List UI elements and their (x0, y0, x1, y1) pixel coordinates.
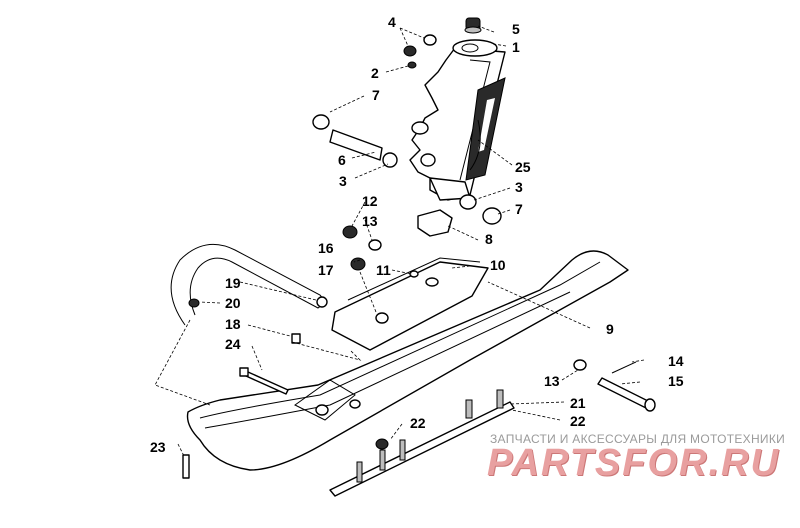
callout-12: 12 (362, 193, 378, 209)
callout-3a: 3 (339, 173, 347, 189)
callout-10: 10 (490, 257, 506, 273)
cap-part (464, 17, 482, 34)
callout-15: 15 (668, 373, 684, 389)
callout-21: 19 (225, 275, 241, 291)
callout-1: 1 (512, 39, 520, 55)
callout-13b: 13 (544, 373, 560, 389)
bolt-parts-20-23-24 (182, 298, 301, 479)
bushing-parts-left (312, 114, 398, 168)
callout-22a: 20 (225, 295, 241, 311)
washer-nut-parts-2-4 (403, 34, 437, 69)
callout-20: 18 (225, 316, 241, 332)
callout-13a: 13 (362, 213, 378, 229)
callout-25: 25 (515, 159, 531, 175)
callout-8: 8 (485, 231, 493, 247)
spindle-part (409, 39, 506, 201)
callout-11: 11 (376, 262, 391, 278)
callout-6: 6 (338, 152, 346, 168)
bolt-parts-13-14-15 (573, 359, 656, 412)
ski-handle-part (170, 243, 328, 326)
callout-7b: 7 (515, 201, 523, 217)
leader-lines (154, 25, 645, 457)
callout-23: 23 (150, 439, 166, 455)
nut-washer-12-13 (342, 225, 382, 251)
watermark-tagline: ЗАПЧАСТИ И АКСЕССУАРЫ ДЛЯ МОТОТЕХНИКИ (490, 432, 786, 446)
callout-2: 2 (371, 65, 379, 81)
callout-14: 14 (668, 353, 684, 369)
callout-9: 9 (606, 321, 614, 337)
callout-7a: 7 (372, 87, 380, 103)
callout-22b: 22 (410, 415, 426, 431)
callout-3b: 3 (515, 179, 523, 195)
watermark-logo: PARTSFOR.RU (487, 442, 780, 484)
ski-part (186, 250, 629, 471)
wear-bar-part (329, 389, 515, 497)
callout-17: 22 (570, 413, 586, 429)
bushing-parts-right (459, 194, 502, 225)
callout-19: 17 (318, 262, 334, 278)
callout-5: 5 (512, 21, 520, 37)
callout-18: 16 (318, 240, 334, 256)
saddle-part (331, 257, 489, 351)
callout-4: 4 (388, 14, 396, 30)
bumper-part (417, 209, 453, 237)
callout-16: 21 (570, 395, 586, 411)
callout-labels: 5 1 4 2 7 6 3 25 3 7 8 10 9 12 13 16 17 … (150, 14, 684, 455)
callout-24: 24 (225, 336, 241, 352)
